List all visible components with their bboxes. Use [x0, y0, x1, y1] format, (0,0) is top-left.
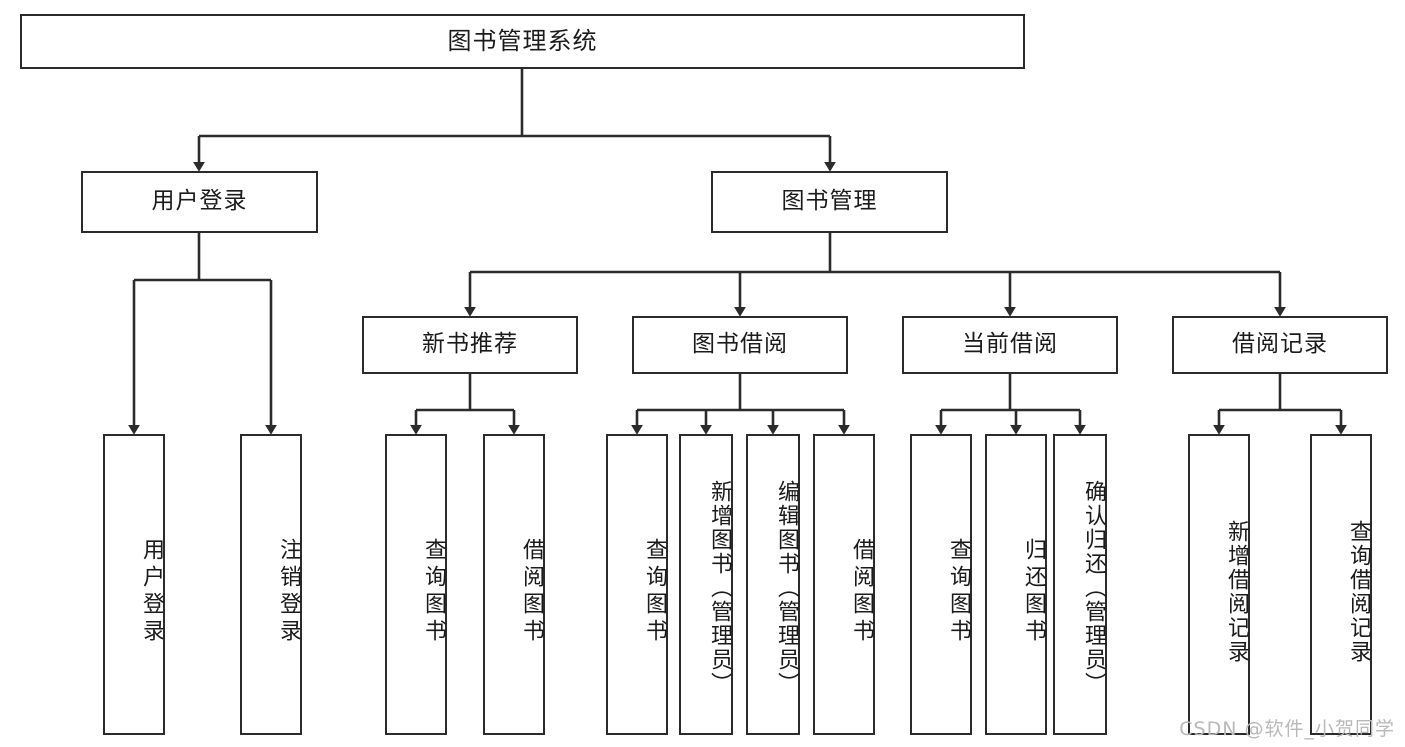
- node-user-login-label: 用户登录: [151, 188, 248, 215]
- leaf-confirm-return-label: 确认归还（管理员）: [1081, 479, 1106, 696]
- leaf-confirm-return[interactable]: 确认归还（管理员）: [1053, 434, 1107, 735]
- leaf-return-book-label: 归还图书: [1021, 537, 1046, 646]
- node-new-book-recommend[interactable]: 新书推荐: [362, 316, 578, 374]
- node-book-manage[interactable]: 图书管理: [711, 171, 948, 233]
- node-new-book-recommend-label: 新书推荐: [422, 331, 518, 358]
- leaf-borrow-book-2-label: 借阅图书: [849, 537, 874, 646]
- node-root-label: 图书管理系统: [447, 27, 598, 56]
- leaf-add-book[interactable]: 新增图书（管理员）: [679, 434, 733, 735]
- leaf-logout-label: 注销登录: [276, 537, 301, 646]
- node-root[interactable]: 图书管理系统: [20, 14, 1025, 69]
- leaf-add-record[interactable]: 新增借阅记录: [1188, 434, 1250, 735]
- node-borrow-record-label: 借阅记录: [1232, 331, 1328, 358]
- leaf-query-book-2[interactable]: 查询图书: [606, 434, 668, 735]
- leaf-add-record-label: 新增借阅记录: [1224, 519, 1249, 664]
- leaf-query-record[interactable]: 查询借阅记录: [1310, 434, 1372, 735]
- node-user-login[interactable]: 用户登录: [81, 171, 318, 233]
- leaf-query-book-3-label: 查询图书: [946, 537, 971, 646]
- leaf-query-book-2-label: 查询图书: [642, 537, 667, 646]
- leaf-query-record-label: 查询借阅记录: [1346, 519, 1371, 664]
- leaf-user-login-label: 用户登录: [139, 537, 164, 646]
- leaf-add-book-label: 新增图书（管理员）: [707, 479, 732, 696]
- leaf-edit-book[interactable]: 编辑图书（管理员）: [746, 434, 800, 735]
- node-book-manage-label: 图书管理: [781, 188, 878, 215]
- node-current-borrow[interactable]: 当前借阅: [902, 316, 1118, 374]
- leaf-borrow-book-2[interactable]: 借阅图书: [813, 434, 875, 735]
- leaf-query-book-1[interactable]: 查询图书: [385, 434, 447, 735]
- node-book-borrow[interactable]: 图书借阅: [632, 316, 848, 374]
- leaf-borrow-book-1-label: 借阅图书: [519, 537, 544, 646]
- leaf-borrow-book-1[interactable]: 借阅图书: [483, 434, 545, 735]
- leaf-query-book-1-label: 查询图书: [421, 537, 446, 646]
- node-borrow-record[interactable]: 借阅记录: [1172, 316, 1388, 374]
- node-book-borrow-label: 图书借阅: [692, 331, 788, 358]
- node-current-borrow-label: 当前借阅: [962, 331, 1058, 358]
- leaf-logout[interactable]: 注销登录: [240, 434, 302, 735]
- leaf-user-login[interactable]: 用户登录: [103, 434, 165, 735]
- leaf-return-book[interactable]: 归还图书: [985, 434, 1047, 735]
- leaf-edit-book-label: 编辑图书（管理员）: [774, 479, 799, 696]
- leaf-query-book-3[interactable]: 查询图书: [910, 434, 972, 735]
- watermark: CSDN @软件_小贺同学: [1179, 718, 1395, 740]
